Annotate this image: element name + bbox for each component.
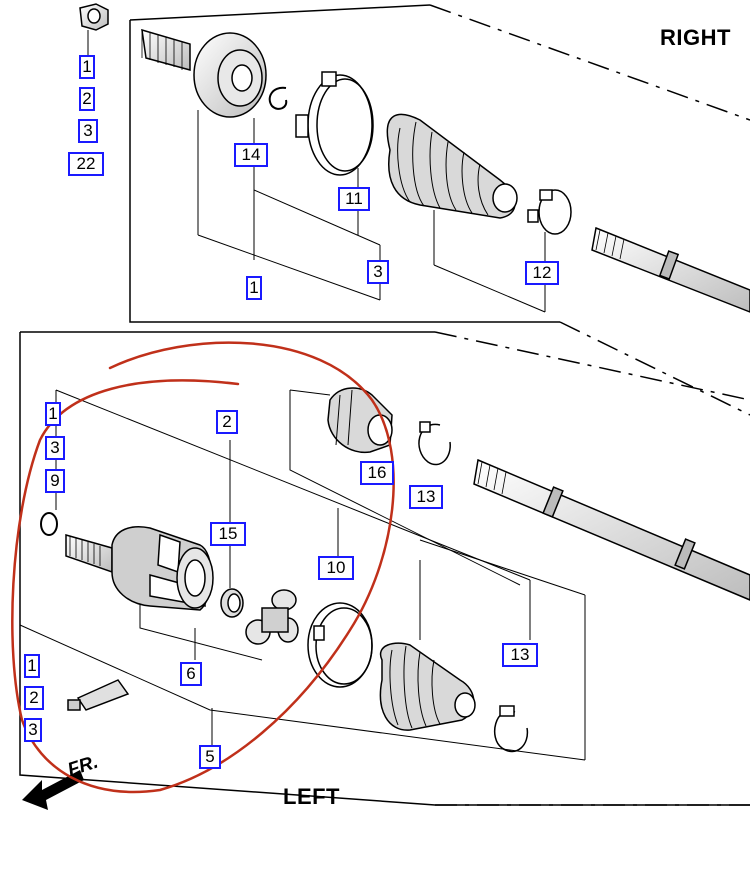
left-leader-lines [19, 389, 586, 761]
right-boot-icon [386, 113, 518, 265]
right-circlip-icon [268, 86, 288, 110]
callout-22[interactable]: 22 [68, 152, 104, 176]
callout-9[interactable]: 9 [45, 469, 65, 493]
callout-14[interactable]: 14 [234, 143, 268, 167]
left-small-band-bottom-icon [493, 705, 529, 753]
right-assembly-frame [129, 4, 750, 416]
callout-11[interactable]: 11 [338, 187, 370, 211]
callout-1-bottom[interactable]: 1 [24, 654, 40, 678]
left-bottom-boot-icon [379, 642, 476, 731]
callout-3-bottom[interactable]: 3 [24, 718, 42, 742]
left-inboard-joint-housing-icon [65, 526, 214, 611]
right-small-band-icon [527, 189, 572, 235]
callout-6[interactable]: 6 [180, 662, 202, 686]
callout-3-right[interactable]: 3 [367, 260, 389, 284]
callout-13-bottom[interactable]: 13 [502, 643, 538, 667]
left-circlip-icon [40, 512, 58, 536]
callout-2-bottom[interactable]: 2 [24, 686, 44, 710]
left-drive-shaft-icon [473, 458, 750, 601]
callout-2[interactable]: 2 [79, 87, 95, 111]
right-side-label: RIGHT [660, 25, 731, 50]
callout-1[interactable]: 1 [79, 55, 95, 79]
left-snap-ring-icon [220, 588, 244, 618]
grease-tube-icon [67, 679, 130, 711]
left-side-label: LEFT [283, 784, 340, 809]
callout-13-top[interactable]: 13 [409, 485, 443, 509]
front-direction-arrow-icon [22, 770, 84, 810]
left-small-band-top-icon [418, 421, 451, 466]
callout-5[interactable]: 5 [199, 745, 221, 769]
callout-1-right[interactable]: 1 [246, 276, 262, 300]
left-spider-tripod-icon [245, 589, 299, 645]
right-drive-shaft-icon [591, 226, 750, 313]
callout-16[interactable]: 16 [360, 461, 394, 485]
flange-nut-icon [79, 3, 109, 55]
right-boot-band-icon [295, 71, 374, 176]
callout-2-left[interactable]: 2 [216, 410, 238, 434]
callout-15[interactable]: 15 [210, 522, 246, 546]
callout-3-left[interactable]: 3 [45, 436, 65, 460]
highlight-circle [11, 341, 395, 794]
callout-3[interactable]: 3 [78, 119, 98, 143]
callout-1-left[interactable]: 1 [45, 402, 61, 426]
callout-10[interactable]: 10 [318, 556, 354, 580]
callout-12[interactable]: 12 [525, 261, 559, 285]
right-outer-cv-joint-icon [141, 28, 267, 235]
left-assembly-frame [19, 331, 750, 806]
